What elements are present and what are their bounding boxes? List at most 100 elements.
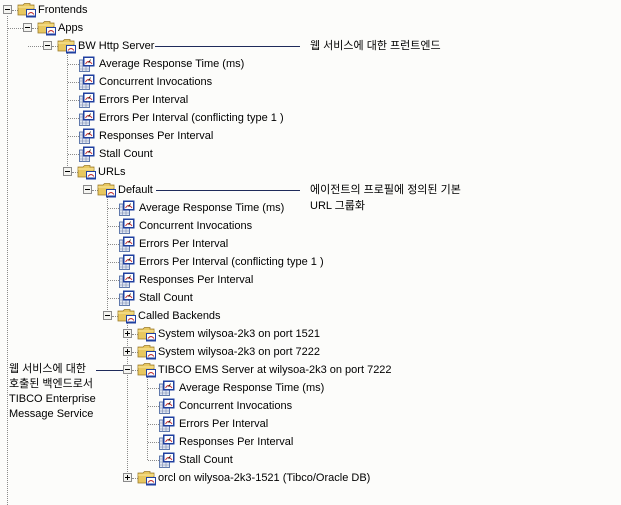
collapse-toggle[interactable] (23, 23, 32, 32)
tree-connector (72, 172, 78, 173)
tree-connector (52, 46, 58, 47)
node-label: Average Response Time (ms) (179, 382, 325, 394)
tree-connector (68, 136, 79, 137)
node-label: Called Backends (138, 310, 221, 322)
tree-connector (92, 190, 98, 191)
metric-icon (119, 218, 135, 234)
annotation-leader-line (156, 190, 300, 191)
tree-connector (68, 154, 79, 155)
folder-icon (97, 182, 117, 198)
tree-guide-line (147, 376, 148, 460)
tree-connector (148, 424, 159, 425)
tree-connector (28, 46, 43, 47)
metric-icon (79, 110, 95, 126)
node-label: Errors Per Interval (139, 238, 229, 250)
folder-icon (137, 344, 157, 360)
tree-connector (148, 442, 159, 443)
tree-connector (8, 28, 23, 29)
node-label: Default (118, 184, 153, 196)
tree-connector (68, 100, 79, 101)
node-label: Errors Per Interval (conflicting type 1 … (99, 112, 284, 124)
tree-connector (108, 262, 119, 263)
metric-icon (159, 452, 175, 468)
annotation-default-url-line2: URL 그룹화 (310, 200, 366, 212)
node-label: Concurrent Invocations (139, 220, 253, 232)
annotation-backend-line2: 호출된 백엔드로서 (9, 378, 94, 390)
expand-toggle[interactable] (123, 329, 132, 338)
node-label: Concurrent Invocations (99, 76, 213, 88)
metric-icon (119, 272, 135, 288)
tree-connector (108, 208, 119, 209)
annotation-backend-line1: 웹 서비스에 대한 (9, 363, 86, 375)
tree-connector (132, 478, 138, 479)
node-label: System wilysoa-2k3 on port 7222 (158, 346, 321, 358)
folder-icon (137, 470, 157, 486)
metric-icon (79, 92, 95, 108)
tree-guide-line (127, 322, 128, 482)
tree-connector (108, 244, 119, 245)
collapse-toggle[interactable] (123, 365, 132, 374)
collapse-toggle[interactable] (3, 5, 12, 14)
tree-connector (68, 64, 79, 65)
node-label: Stall Count (179, 454, 233, 466)
node-label: Errors Per Interval (99, 94, 189, 106)
tree-connector (32, 28, 38, 29)
metric-icon (119, 290, 135, 306)
tree-connector (108, 298, 119, 299)
folder-icon (117, 308, 137, 324)
metric-icon (159, 416, 175, 432)
tree-guide-line (67, 52, 68, 170)
node-label: Stall Count (99, 148, 153, 160)
node-label: TIBCO EMS Server at wilysoa-2k3 on port … (158, 364, 392, 376)
node-label: URLs (98, 166, 126, 178)
folder-icon (137, 326, 157, 342)
node-label: Errors Per Interval (179, 418, 269, 430)
tree-connector (108, 226, 119, 227)
collapse-toggle[interactable] (83, 185, 92, 194)
tree-connector (148, 460, 159, 461)
annotation-frontend: 웹 서비스에 대한 프런트엔드 (310, 40, 441, 52)
node-label: Frontends (38, 4, 88, 16)
expand-toggle[interactable] (123, 347, 132, 356)
node-label: Responses Per Interval (179, 436, 294, 448)
metric-icon (159, 380, 175, 396)
metric-icon (159, 434, 175, 450)
node-label: Average Response Time (ms) (139, 202, 285, 214)
annotation-backend-line4: Message Service (9, 408, 94, 420)
node-label: Concurrent Invocations (179, 400, 293, 412)
annotation-leader-line (155, 46, 300, 47)
node-label: Errors Per Interval (conflicting type 1 … (139, 256, 324, 268)
tree-connector (12, 10, 18, 11)
tree-connector (112, 316, 118, 317)
metric-icon (79, 74, 95, 90)
metric-icon (119, 200, 135, 216)
annotation-backend-line3: TIBCO Enterprise (9, 393, 96, 405)
metric-icon (79, 56, 95, 72)
node-label: System wilysoa-2k3 on port 1521 (158, 328, 321, 340)
folder-icon (77, 164, 97, 180)
tree-connector (132, 370, 138, 371)
node-label: Responses Per Interval (99, 130, 214, 142)
node-label: Stall Count (139, 292, 193, 304)
metric-icon (159, 398, 175, 414)
tree-connector (68, 118, 79, 119)
annotation-default-url-line1: 에이전트의 프로필에 정의된 기본 (310, 184, 461, 196)
node-label: Average Response Time (ms) (99, 58, 245, 70)
metric-icon (119, 254, 135, 270)
collapse-toggle[interactable] (63, 167, 72, 176)
tree-connector (148, 406, 159, 407)
tree-connector (108, 280, 119, 281)
metric-icon (79, 146, 95, 162)
tree-connector (132, 334, 138, 335)
metric-icon (79, 128, 95, 144)
node-label: orcl on wilysoa-2k3-1521 (Tibco/Oracle D… (158, 472, 371, 484)
collapse-toggle[interactable] (103, 311, 112, 320)
expand-toggle[interactable] (123, 473, 132, 482)
folder-icon (17, 2, 37, 18)
node-label: Responses Per Interval (139, 274, 254, 286)
collapse-toggle[interactable] (43, 41, 52, 50)
folder-icon (137, 362, 157, 378)
tree-connector (132, 352, 138, 353)
tree-connector (148, 388, 159, 389)
